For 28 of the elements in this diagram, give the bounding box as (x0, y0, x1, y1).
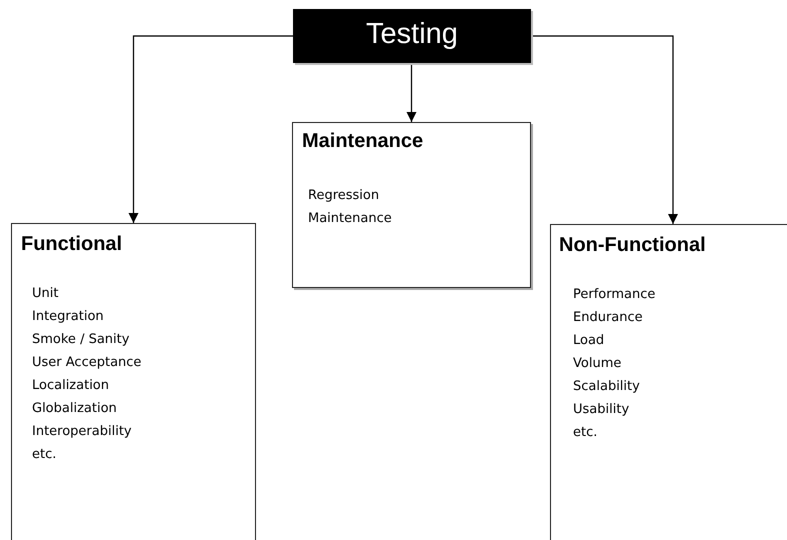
title-box (293, 9, 531, 63)
list-item: Load (573, 333, 604, 348)
list-item: Scalability (573, 379, 640, 394)
category-box (292, 122, 531, 288)
arrow (531, 35, 678, 224)
heading: Functional (21, 233, 122, 256)
heading: Maintenance (302, 130, 424, 153)
list-item: Globalization (32, 401, 117, 416)
list-item: Smoke / Sanity (32, 332, 130, 347)
arrow (128, 35, 293, 223)
heading: Non-Functional (559, 234, 706, 257)
heading: Testing (365, 18, 459, 51)
category-box (550, 224, 787, 540)
list-item: Unit (32, 286, 58, 301)
list-item: etc. (32, 447, 56, 462)
list-item: Volume (573, 356, 622, 371)
list-item: User Acceptance (32, 355, 142, 370)
arrow (406, 63, 416, 122)
category-box (11, 223, 256, 540)
list-item: Regression (308, 188, 380, 203)
list-item: Integration (32, 309, 104, 324)
list-item: Usability (573, 402, 630, 417)
list-item: Localization (32, 378, 109, 393)
list-item: Performance (573, 287, 656, 302)
list-item: Maintenance (308, 211, 392, 226)
list-item: Endurance (573, 310, 643, 325)
list-item: etc. (573, 425, 598, 440)
list-item: Interoperability (32, 424, 132, 439)
